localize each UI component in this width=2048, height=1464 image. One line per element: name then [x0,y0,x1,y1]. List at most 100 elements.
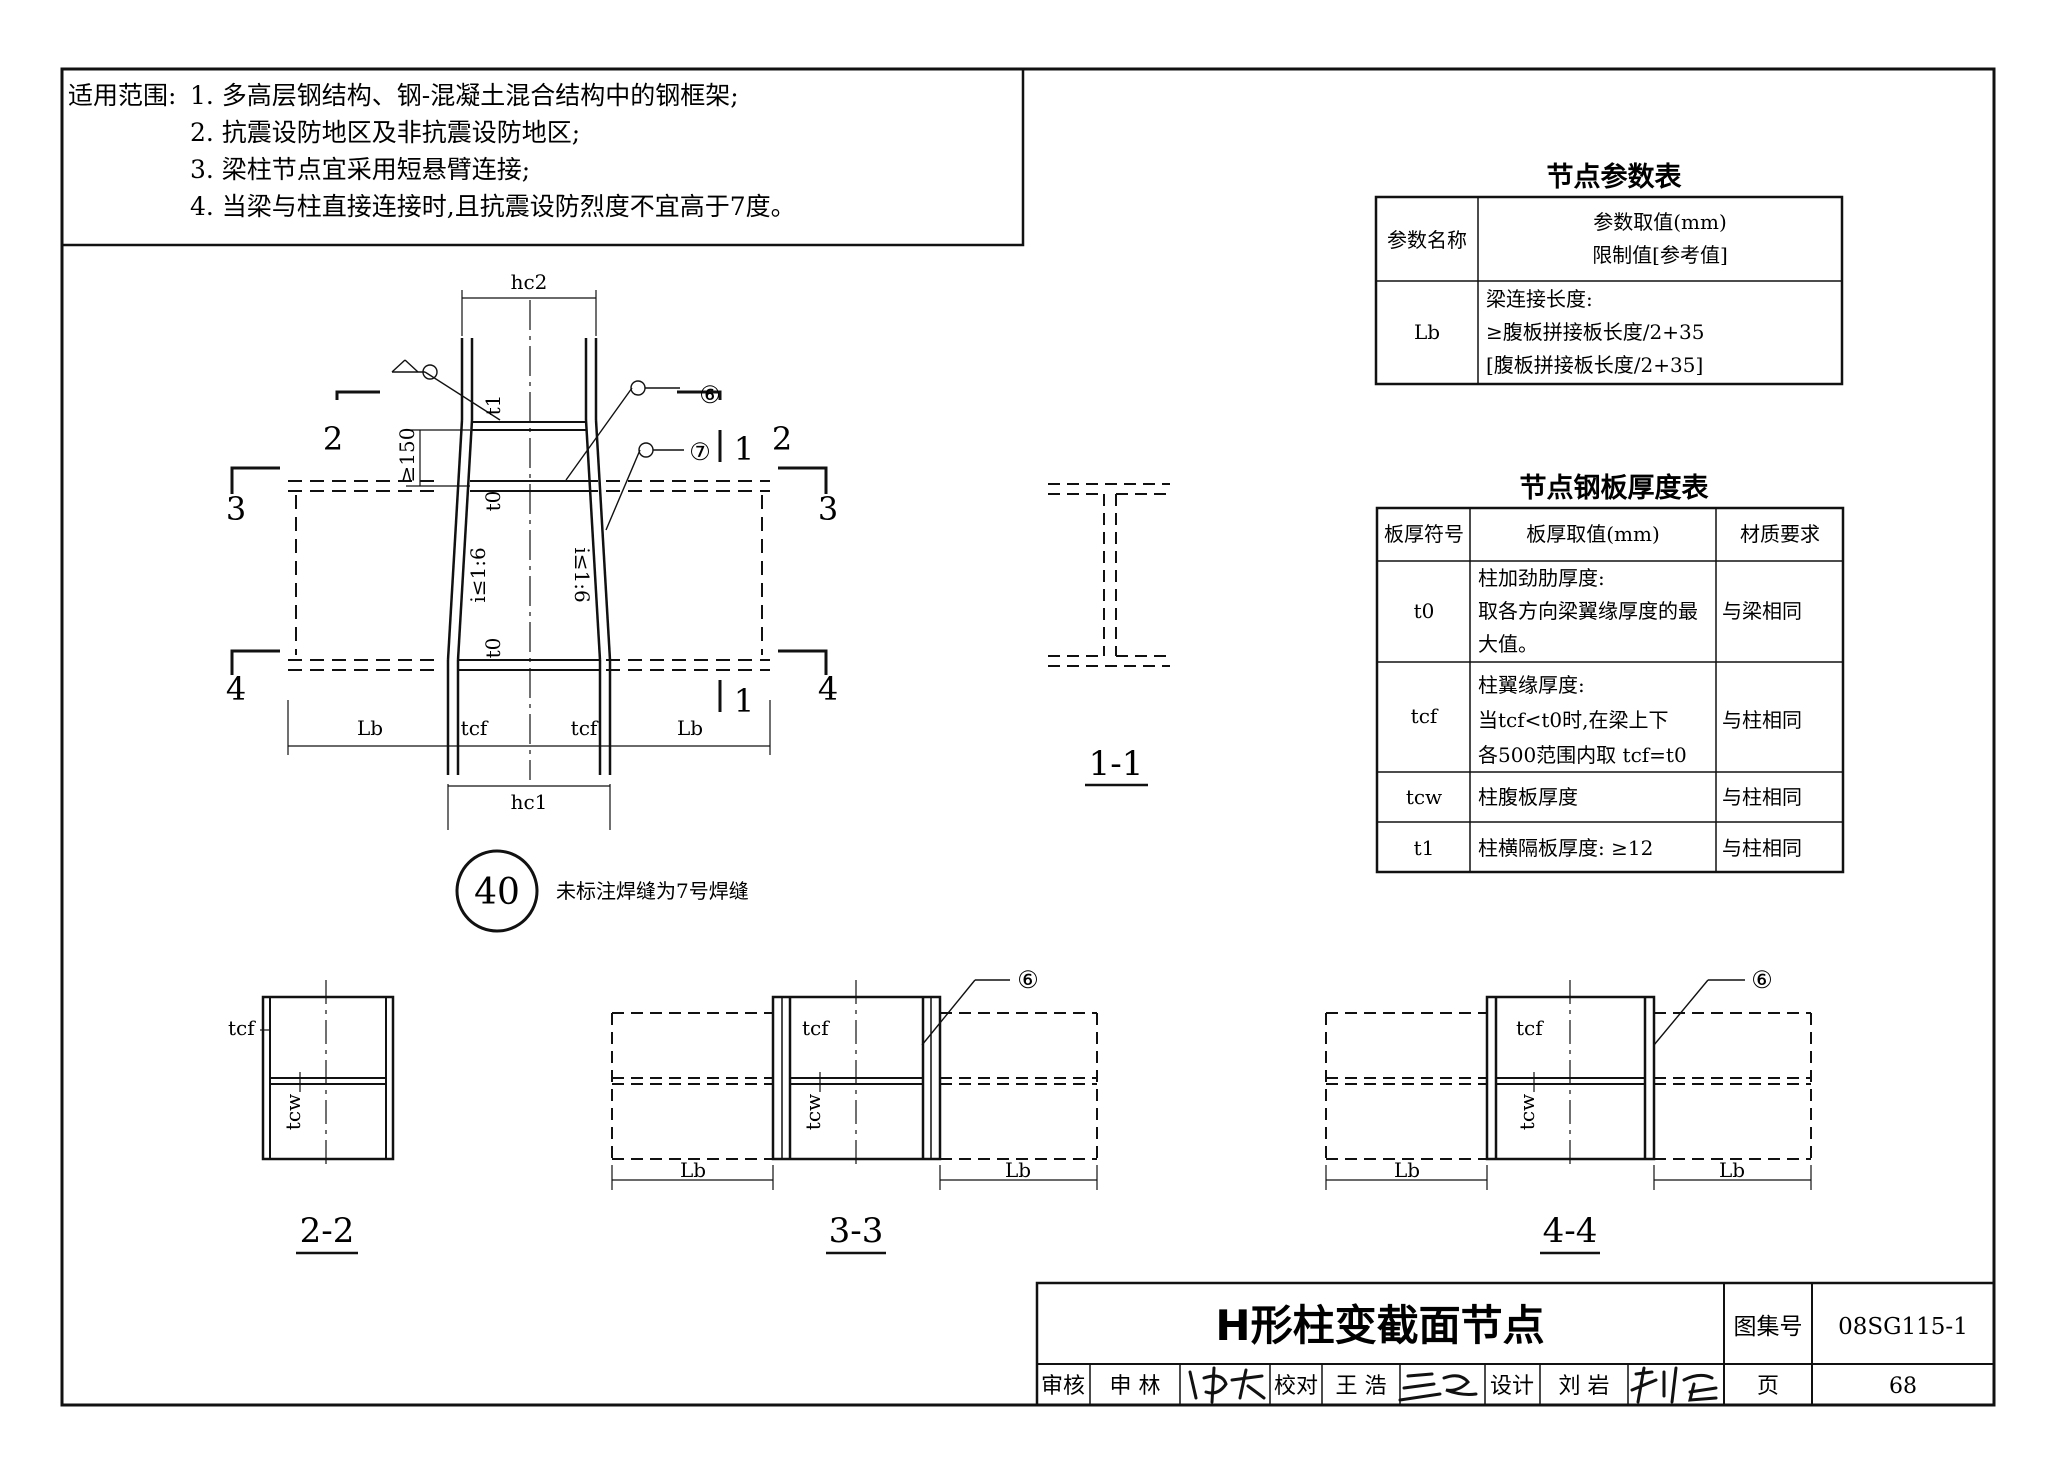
param-row-symbol: Lb [1414,320,1440,344]
weld-symbol-6: ⑥ [699,381,721,409]
page-label: 页 [1757,1374,1779,1399]
cut-label-1-upper: 1 [734,430,754,468]
label-tcf: tcf [802,1016,830,1040]
label-tcf-left: tcf [461,716,489,740]
dashed-beams [288,480,770,671]
label-t1: t1 [481,395,505,416]
section-4-4 [1325,979,1812,1190]
weld-symbol-7: ⑦ [689,438,711,466]
weld-leaders [391,359,684,531]
cut-label-4-left: 4 [226,670,246,708]
thickness-header-value: 板厚取值(mm) [1526,522,1660,546]
thickness-row-symbol: t1 [1414,836,1435,860]
scope-item-4: 4. 当梁与柱直接连接时,且抗震设防烈度不宜高于7度。 [190,192,796,221]
thickness-header-symbol: 板厚符号 [1384,522,1464,546]
label-lb-left: Lb [680,1158,706,1182]
param-header-value: 参数取值(mm) [1593,210,1727,234]
cut-label-3-left: 3 [226,490,246,528]
label-tcw: tcw [1515,1094,1539,1130]
label-lb-left: Lb [1394,1158,1420,1182]
label-hc1: hc1 [511,790,548,814]
thickness-row-line: 各500范围内取 tcf=t0 [1478,743,1687,767]
atlas-label: 图集号 [1734,1314,1803,1340]
thickness-row-line: 取各方向梁翼缘厚度的最 [1478,599,1698,623]
thickness-row-material: 与柱相同 [1722,785,1802,809]
reviewer-name: 申 林 [1110,1374,1161,1399]
label-tcf-right: tcf [571,716,599,740]
label-lb-right: Lb [1005,1158,1031,1182]
label-lb-right: Lb [1719,1158,1745,1182]
column-elevation [230,290,828,830]
scope-label: 适用范围: [68,81,176,110]
check-label: 校对 [1274,1374,1318,1399]
thickness-row-line: 柱横隔板厚度: ≥12 [1478,836,1653,860]
thickness-row-symbol: tcw [1406,785,1442,809]
design-label: 设计 [1490,1374,1534,1399]
cut-label-1-lower: 1 [734,682,754,720]
checker-name: 王 浩 [1336,1374,1387,1399]
label-slope-left: i≤1:6 [466,547,490,602]
thickness-row-line: 大值。 [1478,632,1538,656]
thickness-table-title: 节点钢板厚度表 [1520,472,1709,504]
review-label: 审核 [1041,1374,1085,1399]
section-1-1 [1048,483,1170,667]
section-cut-marks [230,390,828,712]
stiffener-plates [458,421,600,671]
section-title-2-2: 2-2 [300,1211,355,1251]
designer-name: 刘 岩 [1559,1374,1610,1399]
param-table-title: 节点参数表 [1547,161,1682,193]
thickness-row-material: 与柱相同 [1722,708,1802,732]
detail-number: 40 [474,872,520,913]
detail-index: 40 未标注焊缝为7号焊缝 [455,849,749,933]
label-tcw: tcw [801,1094,825,1130]
thickness-row-line: 当tcf<t0时,在梁上下 [1478,708,1669,732]
weld-symbol-6: ⑥ [1751,966,1773,994]
sheet-border [60,67,1996,1407]
section-title-4-4: 4-4 [1543,1211,1598,1251]
scope-box: 适用范围: 1. 多高层钢结构、钢-混凝土混合结构中的钢框架; 2. 抗震设防地… [62,69,1025,247]
cut-label-2-right: 2 [772,420,792,458]
param-header-limit: 限制值[参考值] [1592,243,1728,267]
designer-signature [1630,1366,1718,1404]
reviewer-signature [1188,1366,1266,1404]
param-row-line: ≥腹板拼接板长度/2+35 [1486,320,1704,344]
label-ge150: ≥150 [395,428,419,483]
thickness-row-line: 柱加劲肋厚度: [1478,566,1605,590]
thickness-row-symbol: t0 [1414,599,1435,623]
scope-item-2: 2. 抗震设防地区及非抗震设防地区; [190,118,580,147]
param-row-line: 梁连接长度: [1486,287,1593,311]
thickness-row-symbol: tcf [1411,704,1439,728]
title-block: H形柱变截面节点 图集号 08SG115-1 审核 申 林 校对 王 浩 设计 … [1035,1281,1996,1407]
drawing-title: H形柱变截面节点 [1215,1301,1544,1350]
label-t0-lower: t0 [481,638,505,659]
label-lb-right: Lb [677,716,703,740]
param-row-line: [腹板拼接板长度/2+35] [1486,353,1703,377]
label-lb-left: Lb [357,716,383,740]
scope-item-1: 1. 多高层钢结构、钢-混凝土混合结构中的钢框架; [190,81,739,110]
cut-label-2-left: 2 [323,420,343,458]
param-table: 节点参数表 参数名称 参数取值(mm) 限制值[参考值] Lb 梁连接长度: ≥… [1374,161,1844,386]
section-title-3-3: 3-3 [829,1211,884,1251]
param-header-name: 参数名称 [1387,228,1467,252]
section-3-3 [611,979,1098,1190]
label-hc2: hc2 [511,270,548,294]
thickness-table: 节点钢板厚度表 板厚符号 板厚取值(mm) 材质要求 t0 柱加劲肋厚度: 取各… [1375,472,1845,874]
label-t0-upper: t0 [481,491,505,512]
checker-signature [1398,1372,1478,1402]
thickness-row-material: 与梁相同 [1722,599,1802,623]
atlas-number: 08SG115-1 [1838,1314,1968,1340]
scope-item-3: 3. 梁柱节点宜采用短悬臂连接; [190,155,530,184]
weld-symbol-6: ⑥ [1017,966,1039,994]
cut-label-4-right: 4 [818,670,838,708]
thickness-row-line: 柱腹板厚度 [1478,785,1578,809]
section-2-2 [260,980,395,1170]
thickness-header-material: 材质要求 [1740,522,1820,546]
cut-label-3-right: 3 [818,490,838,528]
label-tcw: tcw [281,1094,305,1130]
label-tcf: tcf [228,1016,256,1040]
column-flanges [446,338,612,775]
detail-note: 未标注焊缝为7号焊缝 [556,879,749,903]
page-number: 68 [1889,1374,1917,1399]
label-tcf: tcf [1516,1016,1544,1040]
